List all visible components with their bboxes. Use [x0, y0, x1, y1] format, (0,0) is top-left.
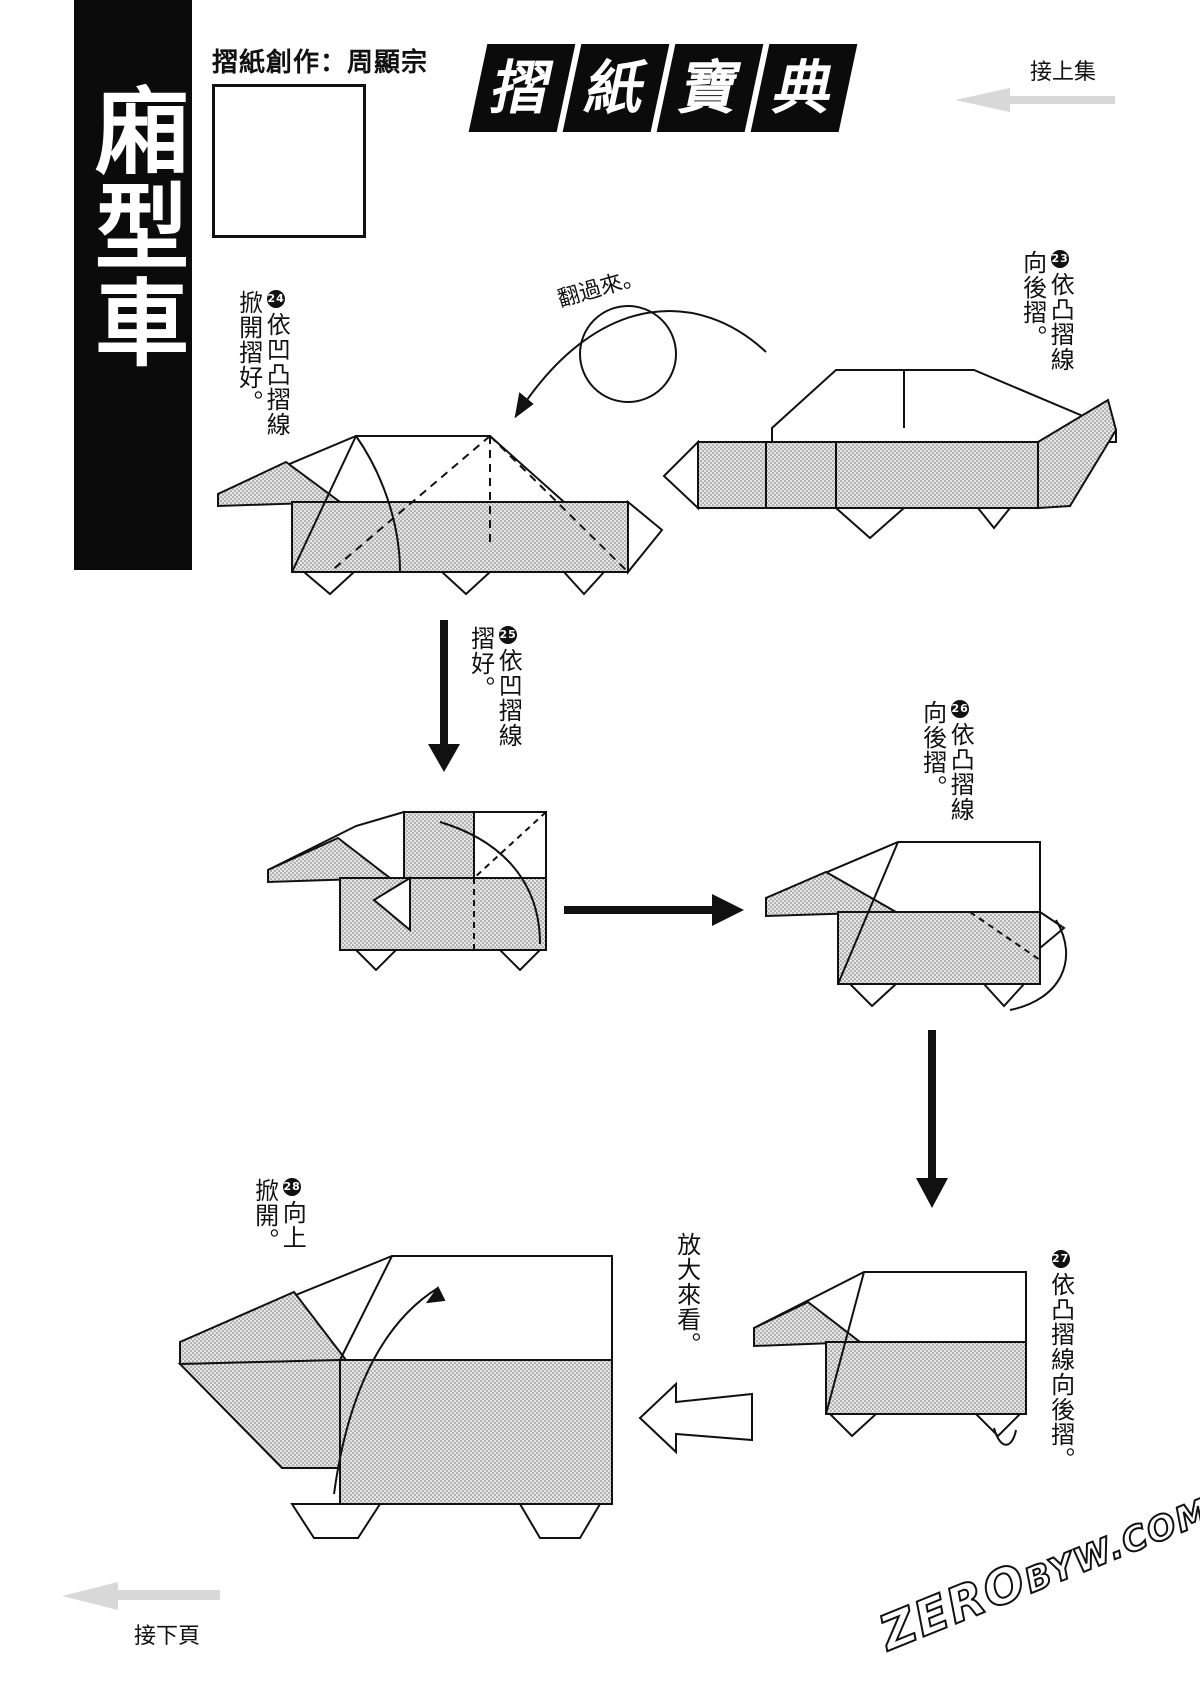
step-26-diagram: [765, 841, 1067, 1011]
side-title-bar: 廂型車: [74, 0, 192, 570]
step-24-line-2: 掀開摺好。: [234, 290, 263, 415]
step-24-instruction: 24 依凹凸摺線掀開摺好。: [234, 290, 291, 437]
book-title-char: 紙: [562, 44, 670, 132]
author-credit: 摺紙創作：周顯宗: [212, 48, 429, 78]
step-28-line-2: 掀開。: [250, 1178, 279, 1253]
step-number-badge: 25: [499, 626, 518, 644]
step-26-line-2: 向後摺。: [918, 700, 947, 800]
step-23-instruction: 23 依凸摺線向後摺。: [1018, 250, 1075, 372]
step-number-badge: 23: [1051, 250, 1070, 268]
continue-from-link[interactable]: 接上集: [1030, 60, 1097, 85]
right-arrow-icon: [564, 894, 744, 926]
step-25-line-2: 摺好。: [466, 626, 495, 701]
step-24-diagram: [217, 435, 664, 596]
down-arrow-icon: [916, 1030, 948, 1208]
step-27-instruction: 27 依凸摺線向後摺。: [1046, 1250, 1075, 1472]
step-27-line-1: 依凸摺線向後摺。: [1046, 1272, 1075, 1472]
step-number-badge: 24: [267, 290, 286, 308]
step-28-instruction: 28 向上掀開。: [250, 1178, 307, 1253]
step-24-line-1: 依凹凸摺線: [262, 312, 291, 437]
left-outline-arrow-icon: [638, 1381, 753, 1455]
step-26-instruction: 26 依凸摺線向後摺。: [918, 700, 975, 822]
step-23-line-1: 依凸摺線: [1046, 272, 1075, 372]
book-title: 摺 紙 寶 典: [468, 44, 858, 132]
zoom-instruction: 放大來看。: [672, 1232, 701, 1357]
book-title-char: 寶: [656, 44, 764, 132]
step-number-badge: 28: [283, 1178, 302, 1196]
step-28-line-1: 向上: [278, 1200, 307, 1250]
book-title-char: 典: [750, 44, 858, 132]
step-23-diagram: [662, 369, 1118, 540]
step-25-line-1: 依凹摺線: [494, 648, 523, 748]
prev-arrow-icon: [955, 88, 1115, 112]
step-27-diagram: [753, 1271, 1027, 1446]
step-25-instruction: 25 依凹摺線摺好。: [466, 626, 523, 748]
step-25-diagram: [267, 810, 547, 972]
step-number-badge: 27: [1051, 1250, 1070, 1268]
step-23-line-2: 向後摺。: [1018, 250, 1047, 350]
flip-over-arrow: [514, 305, 767, 419]
down-arrow-icon: [428, 620, 460, 772]
side-title: 廂型車: [79, 82, 188, 370]
continue-to-link[interactable]: 接下頁: [134, 1624, 201, 1649]
step-28-diagram: [177, 1255, 613, 1539]
thumbnail-frame: [212, 84, 366, 238]
step-26-line-1: 依凸摺線: [946, 722, 975, 822]
book-title-char: 摺: [468, 44, 576, 132]
next-arrow-icon: [62, 1582, 220, 1610]
step-number-badge: 26: [951, 700, 970, 718]
